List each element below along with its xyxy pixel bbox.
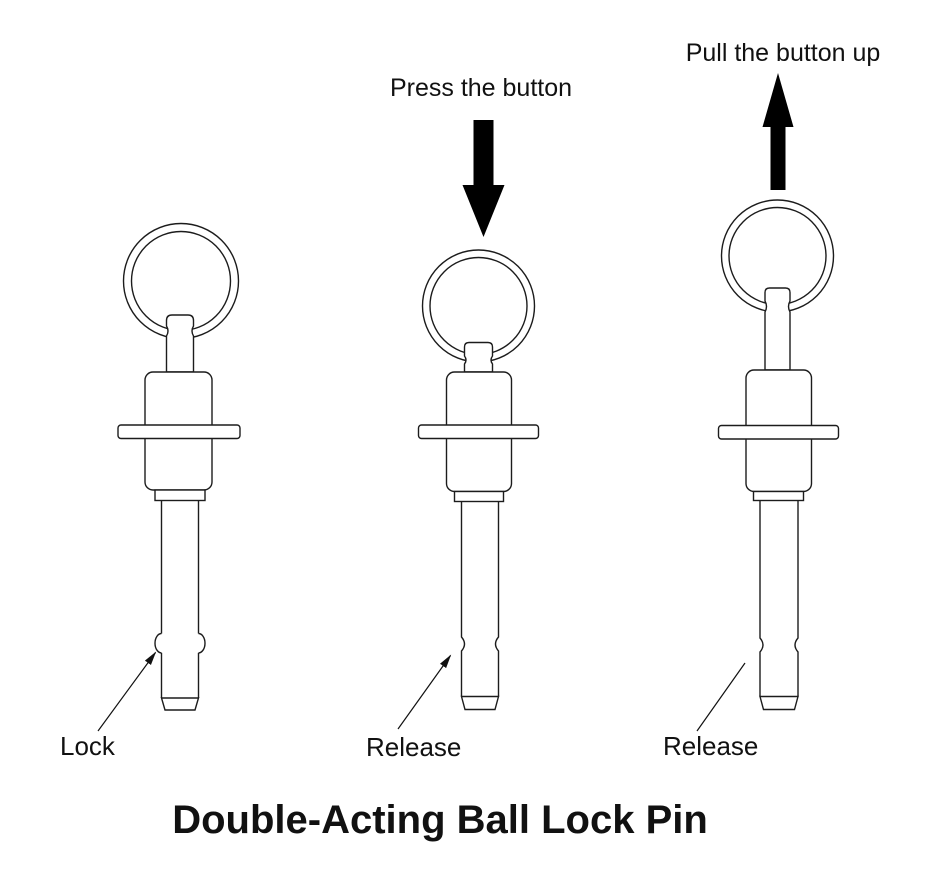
collar xyxy=(154,489,206,502)
flange xyxy=(417,424,540,440)
press-down-arrow-icon xyxy=(462,120,505,237)
button-stem-pulled-up xyxy=(764,287,791,371)
button-stem-up xyxy=(165,314,195,373)
label-lock: Lock xyxy=(60,731,116,761)
button-stem-pressed xyxy=(463,341,494,373)
pin-figure-release-press: Press the button Release xyxy=(366,74,572,762)
pin-figure-locked: Lock xyxy=(60,222,241,761)
flange xyxy=(117,424,241,440)
diagram-title: Double-Acting Ball Lock Pin xyxy=(172,798,708,842)
pull-up-arrow-icon xyxy=(762,73,794,190)
lock-ball-right xyxy=(198,632,206,654)
lock-ball-left xyxy=(154,632,162,654)
shank-retracted-balls xyxy=(460,501,500,697)
collar xyxy=(752,490,805,502)
label-release-pull: Release xyxy=(663,731,758,761)
instruction-press: Press the button xyxy=(390,74,572,102)
pin-figure-release-pull: Pull the button up Release xyxy=(663,39,880,761)
label-release-press: Release xyxy=(366,732,461,762)
flange xyxy=(717,424,840,440)
leader-line-lock xyxy=(97,651,157,732)
pin-tip xyxy=(160,697,200,711)
ring-inner xyxy=(429,256,528,356)
leader-line-release-pull xyxy=(696,662,746,732)
leader-line-release-press xyxy=(397,654,452,730)
collar xyxy=(453,490,505,503)
pin-tip xyxy=(759,695,799,711)
shank-retracted-balls xyxy=(759,500,799,697)
shank xyxy=(160,500,200,698)
pin-tip xyxy=(460,695,500,711)
instruction-pull: Pull the button up xyxy=(686,39,881,67)
